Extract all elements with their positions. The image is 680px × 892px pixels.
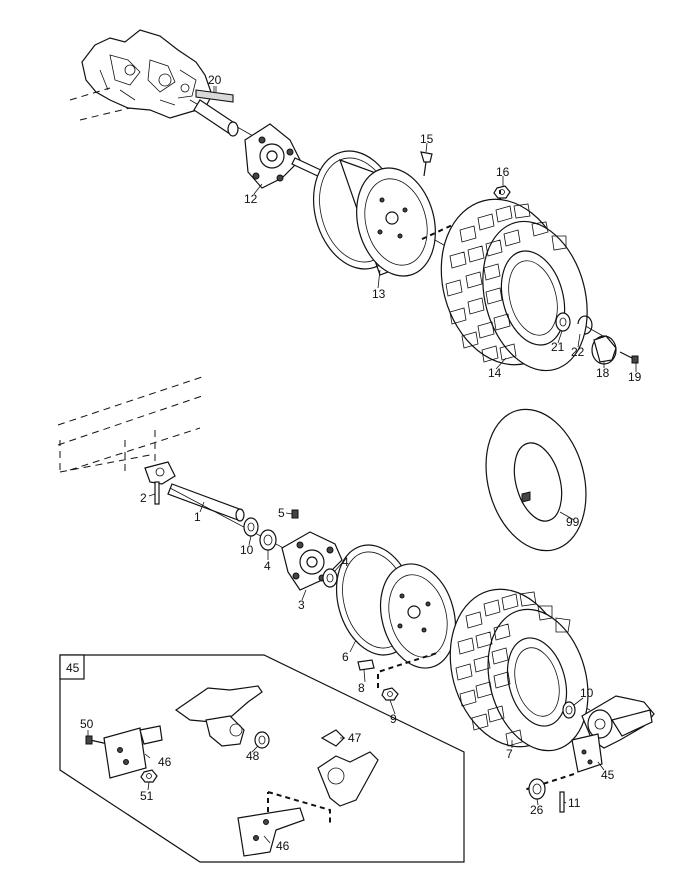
valve-part-15 bbox=[420, 151, 433, 177]
inset-plate-part-46-b bbox=[237, 807, 305, 857]
callout-50: 50 bbox=[80, 717, 94, 731]
grease-nipple-part-5 bbox=[291, 509, 299, 519]
rim-part-13 bbox=[312, 150, 436, 277]
washer-part-10-b bbox=[562, 701, 576, 719]
callout-2: 2 bbox=[140, 491, 147, 505]
callout-46-a: 46 bbox=[158, 755, 172, 769]
callout-48: 48 bbox=[246, 749, 260, 763]
callout-14: 14 bbox=[488, 366, 502, 380]
hub-part-12 bbox=[244, 123, 326, 189]
callout-99: 99 bbox=[566, 515, 580, 529]
tire-part-7 bbox=[449, 588, 589, 752]
callout-labels: 20 12 15 16 13 21 22 14 18 19 2 1 5 10 4… bbox=[66, 73, 642, 853]
callout-3: 3 bbox=[298, 598, 305, 612]
bearing-part-4-b bbox=[322, 568, 338, 588]
inset-detail-box bbox=[59, 654, 465, 863]
inset-bushing-part-48 bbox=[254, 731, 270, 749]
circlip-part-22 bbox=[577, 315, 593, 335]
axle-tube-top bbox=[193, 99, 239, 137]
callout-21: 21 bbox=[551, 340, 565, 354]
callout-4-a: 4 bbox=[264, 559, 271, 573]
callout-12: 12 bbox=[244, 192, 258, 206]
callout-11: 11 bbox=[568, 796, 581, 810]
frame-dashed-middle bbox=[57, 375, 206, 475]
tractor-body-top bbox=[69, 29, 213, 121]
inset-bracket-with-knob bbox=[317, 729, 379, 807]
callout-19: 19 bbox=[628, 370, 642, 384]
bearing-part-4-a bbox=[259, 529, 277, 551]
callout-8: 8 bbox=[358, 681, 365, 695]
cap-part-18 bbox=[591, 335, 617, 365]
callout-46-b: 46 bbox=[276, 839, 290, 853]
callout-10-b: 10 bbox=[580, 686, 594, 700]
washer-part-26 bbox=[528, 778, 546, 800]
pivot-bracket bbox=[144, 461, 176, 485]
nut-part-16 bbox=[493, 185, 511, 199]
pin-part-2 bbox=[154, 481, 160, 505]
callout-13: 13 bbox=[372, 287, 386, 301]
pin-part-11 bbox=[559, 791, 565, 813]
callout-6: 6 bbox=[342, 650, 349, 664]
hub-part-3 bbox=[281, 531, 343, 591]
callout-5: 5 bbox=[278, 506, 285, 520]
washer-part-21 bbox=[555, 312, 571, 332]
nut-part-9 bbox=[381, 687, 399, 701]
washer-part-10-a bbox=[243, 517, 259, 537]
callout-47: 47 bbox=[348, 731, 362, 745]
key-part-20 bbox=[195, 86, 234, 103]
callout-18: 18 bbox=[596, 366, 610, 380]
callout-1: 1 bbox=[194, 510, 201, 524]
rim-part-6 bbox=[335, 544, 456, 669]
valve-part-8 bbox=[357, 659, 375, 671]
callout-7: 7 bbox=[506, 747, 513, 761]
bolt-part-19 bbox=[619, 351, 639, 364]
callout-45: 45 bbox=[601, 768, 615, 782]
inset-nut-part-51 bbox=[140, 769, 158, 783]
callout-16: 16 bbox=[496, 165, 510, 179]
inset-bracket-plate bbox=[174, 685, 263, 747]
leader-lines bbox=[87, 86, 637, 844]
inner-tube-part-99 bbox=[485, 408, 587, 552]
callout-51: 51 bbox=[140, 789, 154, 803]
callout-4-b: 4 bbox=[342, 555, 349, 569]
callout-26: 26 bbox=[530, 803, 544, 817]
inset-plate-part-46-a bbox=[103, 725, 163, 779]
callout-10-a: 10 bbox=[240, 543, 254, 557]
leader-dash-46 bbox=[267, 791, 331, 826]
callout-9: 9 bbox=[390, 712, 397, 726]
inset-label: 45 bbox=[66, 661, 80, 675]
callout-22: 22 bbox=[571, 345, 585, 359]
callout-15: 15 bbox=[420, 132, 434, 146]
callout-20: 20 bbox=[208, 73, 222, 87]
axle-part-1 bbox=[167, 483, 245, 522]
bracket-part-45 bbox=[571, 695, 655, 773]
